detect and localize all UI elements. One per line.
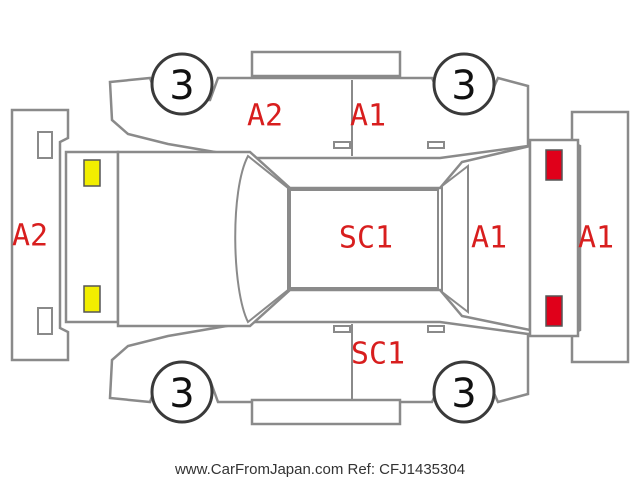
damage-code-front-bumper: A2 bbox=[12, 219, 48, 254]
side-skirt-bottom bbox=[250, 398, 402, 426]
tire-rear-left-rating: 3 bbox=[451, 63, 476, 109]
windshield bbox=[234, 154, 289, 324]
tire-front-left: 3 bbox=[150, 52, 214, 116]
tire-rear-right: 3 bbox=[432, 360, 496, 424]
damage-code-left-front-door: A2 bbox=[247, 99, 283, 134]
door-handle-top-rear bbox=[427, 141, 445, 149]
damage-code-rear-bumper: A1 bbox=[578, 221, 614, 256]
front-bumper-slot-upper bbox=[37, 131, 53, 159]
tire-front-right: 3 bbox=[150, 360, 214, 424]
taillight-lower bbox=[545, 295, 563, 327]
rear-window-outline bbox=[441, 163, 469, 315]
damage-code-right-rear-door: SC1 bbox=[351, 337, 405, 372]
tire-rear-left: 3 bbox=[432, 52, 496, 116]
tire-front-left-rating: 3 bbox=[169, 63, 194, 109]
door-handle-bottom-rear bbox=[427, 325, 445, 333]
door-handle-top-front bbox=[333, 141, 351, 149]
damage-code-left-rear-door: A1 bbox=[350, 99, 386, 134]
side-skirt-top bbox=[250, 50, 402, 78]
tire-front-right-circle bbox=[150, 360, 214, 424]
tire-rear-left-circle bbox=[432, 52, 496, 116]
headlight-upper bbox=[83, 159, 101, 187]
footer-reference: www.CarFromJapan.com Ref: CFJ1435304 bbox=[174, 461, 465, 478]
tire-front-right-rating: 3 bbox=[169, 371, 194, 417]
door-handle-bottom-front bbox=[333, 325, 351, 333]
roof-panel bbox=[289, 189, 439, 289]
damage-code-roof: SC1 bbox=[339, 221, 393, 256]
taillight-upper bbox=[545, 149, 563, 181]
headlight-lower bbox=[83, 285, 101, 313]
damage-code-rear-window: A1 bbox=[471, 221, 507, 256]
front-bumper-slot-lower bbox=[37, 307, 53, 335]
tire-rear-right-rating: 3 bbox=[451, 371, 476, 417]
tire-rear-right-circle bbox=[432, 360, 496, 424]
tire-front-left-circle bbox=[150, 52, 214, 116]
front-bumper bbox=[10, 108, 70, 362]
